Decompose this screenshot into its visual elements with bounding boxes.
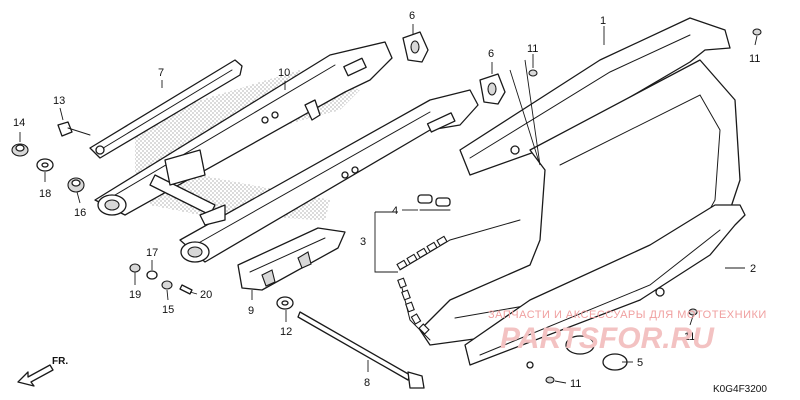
callout-4: 4 xyxy=(392,205,398,217)
callout-11-c: 11 xyxy=(684,331,695,343)
callout-17: 17 xyxy=(146,247,158,259)
callout-2: 2 xyxy=(750,263,756,275)
fastener-16-nut xyxy=(67,177,85,193)
fastener-11-bolt-c xyxy=(688,308,698,316)
callout-19: 19 xyxy=(129,289,141,301)
callout-7: 7 xyxy=(158,67,164,79)
watermark-text: ЗАПЧАСТИ И АКСЕССУАРЫ ДЛЯ МОТОТЕХНИКИ xyxy=(488,309,767,321)
watermark-logo: PARTSFOR.RU xyxy=(500,322,715,355)
swingarm-pivot-crossmember xyxy=(97,149,226,263)
diagram-code: K0G4F3200 xyxy=(713,384,767,395)
pivot-bolt xyxy=(297,311,425,389)
rubber-pad-lower xyxy=(479,73,506,105)
fastener-18-washer xyxy=(36,158,54,172)
swingarm-lower-arm xyxy=(179,89,479,263)
callout-15: 15 xyxy=(162,304,174,316)
callout-16: 16 xyxy=(74,207,86,219)
callout-6-lower: 6 xyxy=(488,48,494,60)
callout-1: 1 xyxy=(600,15,606,27)
callout-10: 10 xyxy=(278,67,290,79)
fastener-14-nut xyxy=(11,143,29,157)
chain-slider-upper xyxy=(89,59,243,159)
callout-14: 14 xyxy=(13,117,25,129)
callout-6-upper: 6 xyxy=(409,10,415,22)
chain-master-link xyxy=(417,194,451,211)
fastener-19-washer xyxy=(129,263,141,273)
watermark: ЗАПЧАСТИ И АКСЕССУАРЫ ДЛЯ МОТОТЕХНИКИ PA… xyxy=(488,309,767,355)
callout-8: 8 xyxy=(364,377,370,389)
callout-3: 3 xyxy=(360,236,366,248)
drive-chain xyxy=(396,219,521,341)
callout-20: 20 xyxy=(200,289,212,301)
callout-13: 13 xyxy=(53,95,65,107)
callout-9: 9 xyxy=(248,305,254,317)
chain-guide xyxy=(237,227,346,291)
chain-case-lower xyxy=(464,204,746,369)
callout-labels: 1 2 3 4 5 6 6 7 8 9 10 11 11 11 11 12 13… xyxy=(13,10,760,390)
callout-11-d: 11 xyxy=(570,378,581,390)
fastener-11-bolt-a xyxy=(528,69,538,77)
fastener-12-washer xyxy=(276,296,294,310)
fastener-20-pin xyxy=(179,284,193,295)
fastener-13-bolt xyxy=(57,121,91,137)
callout-11-b: 11 xyxy=(749,53,760,65)
callout-5: 5 xyxy=(637,357,643,369)
fastener-17-washer xyxy=(146,270,158,280)
front-direction-label: FR. xyxy=(52,356,68,367)
fastener-11-bolt-d xyxy=(545,376,555,384)
fastener-15-nut xyxy=(161,280,173,290)
front-direction-arrow: FR. xyxy=(17,356,68,387)
fastener-11-bolt-b xyxy=(752,28,762,36)
rubber-pad-upper xyxy=(402,31,429,63)
callout-18: 18 xyxy=(39,188,51,200)
leader-lines xyxy=(19,24,758,384)
callout-12: 12 xyxy=(280,326,292,338)
callout-11-a: 11 xyxy=(527,43,538,55)
